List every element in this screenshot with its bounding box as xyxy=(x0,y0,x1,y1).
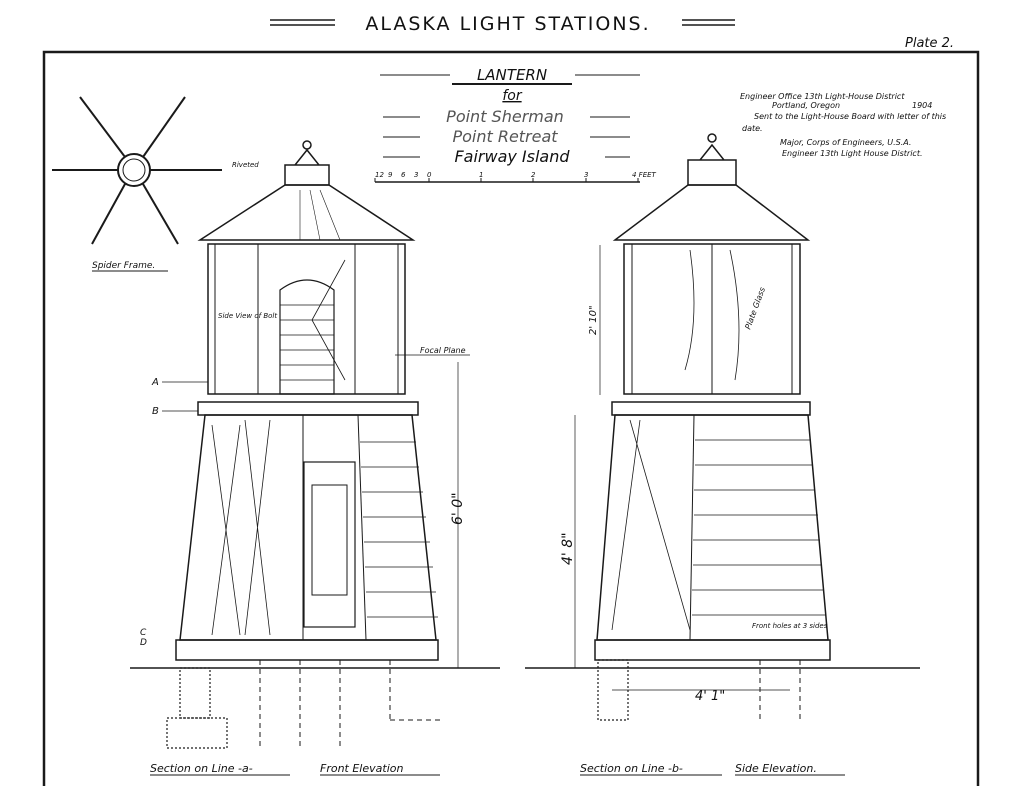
caption-side-elevation: Side Elevation. xyxy=(735,762,817,775)
focal-plane-label: Focal Plane xyxy=(420,346,466,355)
lower-dimension: 4' 8" xyxy=(560,532,576,565)
captions: Section on Line -a- Front Elevation Sect… xyxy=(150,762,845,776)
scale-label: 1 xyxy=(479,171,483,179)
spider-label: Spider Frame. xyxy=(92,261,155,271)
height-dimension: 6' 0" xyxy=(450,492,466,525)
lantern-heading: LANTERN for Point Sherman Point Retreat … xyxy=(374,66,657,183)
note-signature: Engineer 13th Light House District. xyxy=(782,149,923,158)
caption-section-b: Section on Line -b- xyxy=(580,762,683,775)
engineer-note: Engineer Office 13th Light-House Distric… xyxy=(740,92,946,158)
width-dimension: 4' 1" xyxy=(695,689,725,704)
spider-note: Riveted xyxy=(232,161,259,169)
scale-label: 3 xyxy=(414,171,418,179)
sheet-border xyxy=(42,50,980,786)
station-point-retreat: Point Retreat xyxy=(452,127,558,146)
scale-bar: 12 9 6 3 0 1 2 3 4 FEET xyxy=(374,171,657,183)
scale-label: 3 xyxy=(584,171,588,179)
station-point-sherman: Point Sherman xyxy=(446,107,564,126)
side-view-bolt-label: Side View of Bolt xyxy=(218,312,277,320)
scale-label: 9 xyxy=(388,171,393,179)
station-fairway-island: Fairway Island xyxy=(454,147,570,166)
section-mark-d: D xyxy=(140,638,147,648)
note-line: Portland, Oregon xyxy=(772,101,840,110)
scale-label: 12 xyxy=(375,171,384,179)
scale-label: 0 xyxy=(427,171,432,179)
scale-label: 4 FEET xyxy=(632,171,657,179)
note-line: Engineer Office 13th Light-House Distric… xyxy=(740,92,905,101)
title-text: ALASKA LIGHT STATIONS. xyxy=(365,13,650,35)
heading-for: for xyxy=(502,88,522,104)
section-mark-b: B xyxy=(152,406,159,417)
sheet-title: ALASKA LIGHT STATIONS. xyxy=(270,13,735,35)
scale-label: 2 xyxy=(531,171,536,179)
plate-glass-label: Plate Glass xyxy=(743,286,767,331)
section-mark-c: C xyxy=(140,628,147,638)
note-year: 1904 xyxy=(912,101,932,110)
note-line: Sent to the Light-House Board with lette… xyxy=(754,112,946,121)
note-line: date. xyxy=(742,124,763,133)
side-elevation: Plate Glass 2' 10" 4' 8" 4' 1" Front hol… xyxy=(525,133,920,721)
caption-section-a: Section on Line -a- xyxy=(150,762,253,775)
note-signature: Major, Corps of Engineers, U.S.A. xyxy=(780,138,911,147)
holes-note: Front holes at 3 sides xyxy=(752,622,828,630)
upper-dimension: 2' 10" xyxy=(588,305,599,335)
scale-label: 6 xyxy=(401,171,406,179)
front-elevation: Focal Plane Side View of Bolt 6' 0" A B … xyxy=(130,140,500,749)
caption-front-elevation: Front Elevation xyxy=(320,762,403,775)
section-mark-a: A xyxy=(151,377,159,388)
spider-frame: Riveted Spider Frame. xyxy=(52,96,259,272)
heading-main: LANTERN xyxy=(477,66,547,84)
plate-number: Plate 2. xyxy=(905,36,954,51)
